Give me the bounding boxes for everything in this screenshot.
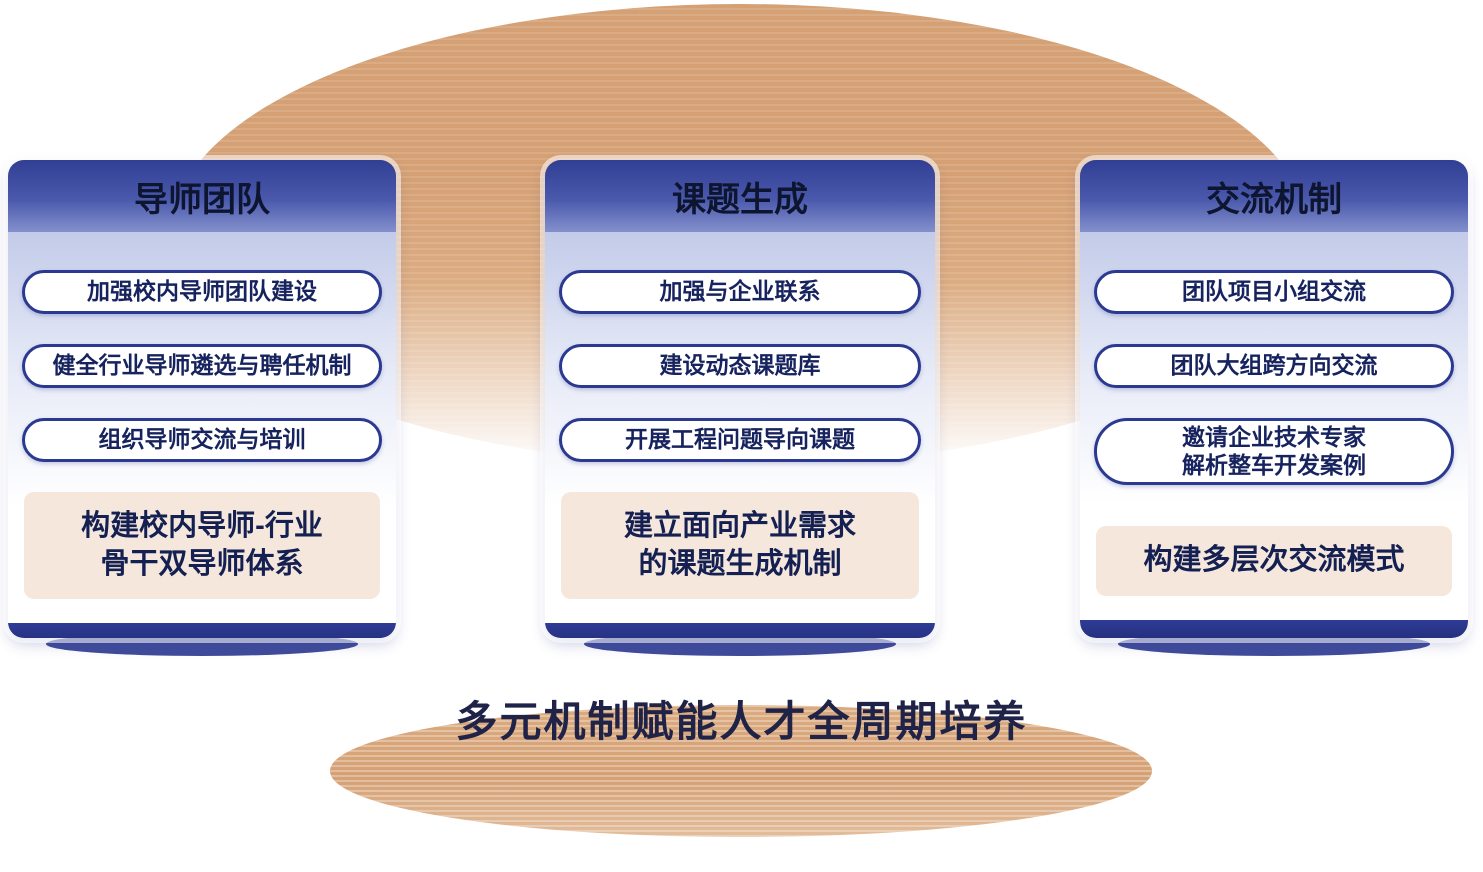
card-mentor-team-body: 加强校内导师团队建设 健全行业导师遴选与聘任机制 组织导师交流与培训 构建校内导… <box>8 232 396 624</box>
pill-item: 建设动态课题库 <box>559 344 921 388</box>
card-footer-bar <box>1080 620 1468 638</box>
pill-item: 健全行业导师遴选与聘任机制 <box>22 344 382 388</box>
base-ellipse <box>330 705 1152 837</box>
card-communication-mechanism: 交流机制 团队项目小组交流 团队大组跨方向交流 邀请企业技术专家 解析整车开发案… <box>1080 160 1468 638</box>
summary-box: 建立面向产业需求 的课题生成机制 <box>561 492 919 600</box>
pill-item: 团队大组跨方向交流 <box>1094 344 1454 388</box>
summary-box: 构建多层次交流模式 <box>1096 526 1452 596</box>
card-topic-generation: 课题生成 加强与企业联系 建设动态课题库 开展工程问题导向课题 建立面向产业需求… <box>545 160 935 638</box>
pill-item: 组织导师交流与培训 <box>22 418 382 462</box>
card-topic-generation-body: 加强与企业联系 建设动态课题库 开展工程问题导向课题 建立面向产业需求 的课题生… <box>545 232 935 624</box>
summary-box: 构建校内导师-行业 骨干双导师体系 <box>24 492 380 600</box>
diagram-title: 多元机制赋能人才全周期培养 <box>455 698 1028 745</box>
pill-item: 加强校内导师团队建设 <box>22 270 382 314</box>
pill-item: 团队项目小组交流 <box>1094 270 1454 314</box>
card-footer-bar <box>545 623 935 638</box>
card-communication-mechanism-body: 团队项目小组交流 团队大组跨方向交流 邀请企业技术专家 解析整车开发案例 构建多… <box>1080 232 1468 620</box>
pill-item: 开展工程问题导向课题 <box>559 418 921 462</box>
pill-item: 邀请企业技术专家 解析整车开发案例 <box>1094 418 1454 486</box>
card-mentor-team: 导师团队 加强校内导师团队建设 健全行业导师遴选与聘任机制 组织导师交流与培训 … <box>8 160 396 638</box>
card-topic-generation-header: 课题生成 <box>545 160 935 232</box>
card-footer-bar <box>8 623 396 638</box>
card-mentor-team-header: 导师团队 <box>8 160 396 232</box>
pill-item: 加强与企业联系 <box>559 270 921 314</box>
card-communication-mechanism-header: 交流机制 <box>1080 160 1468 232</box>
